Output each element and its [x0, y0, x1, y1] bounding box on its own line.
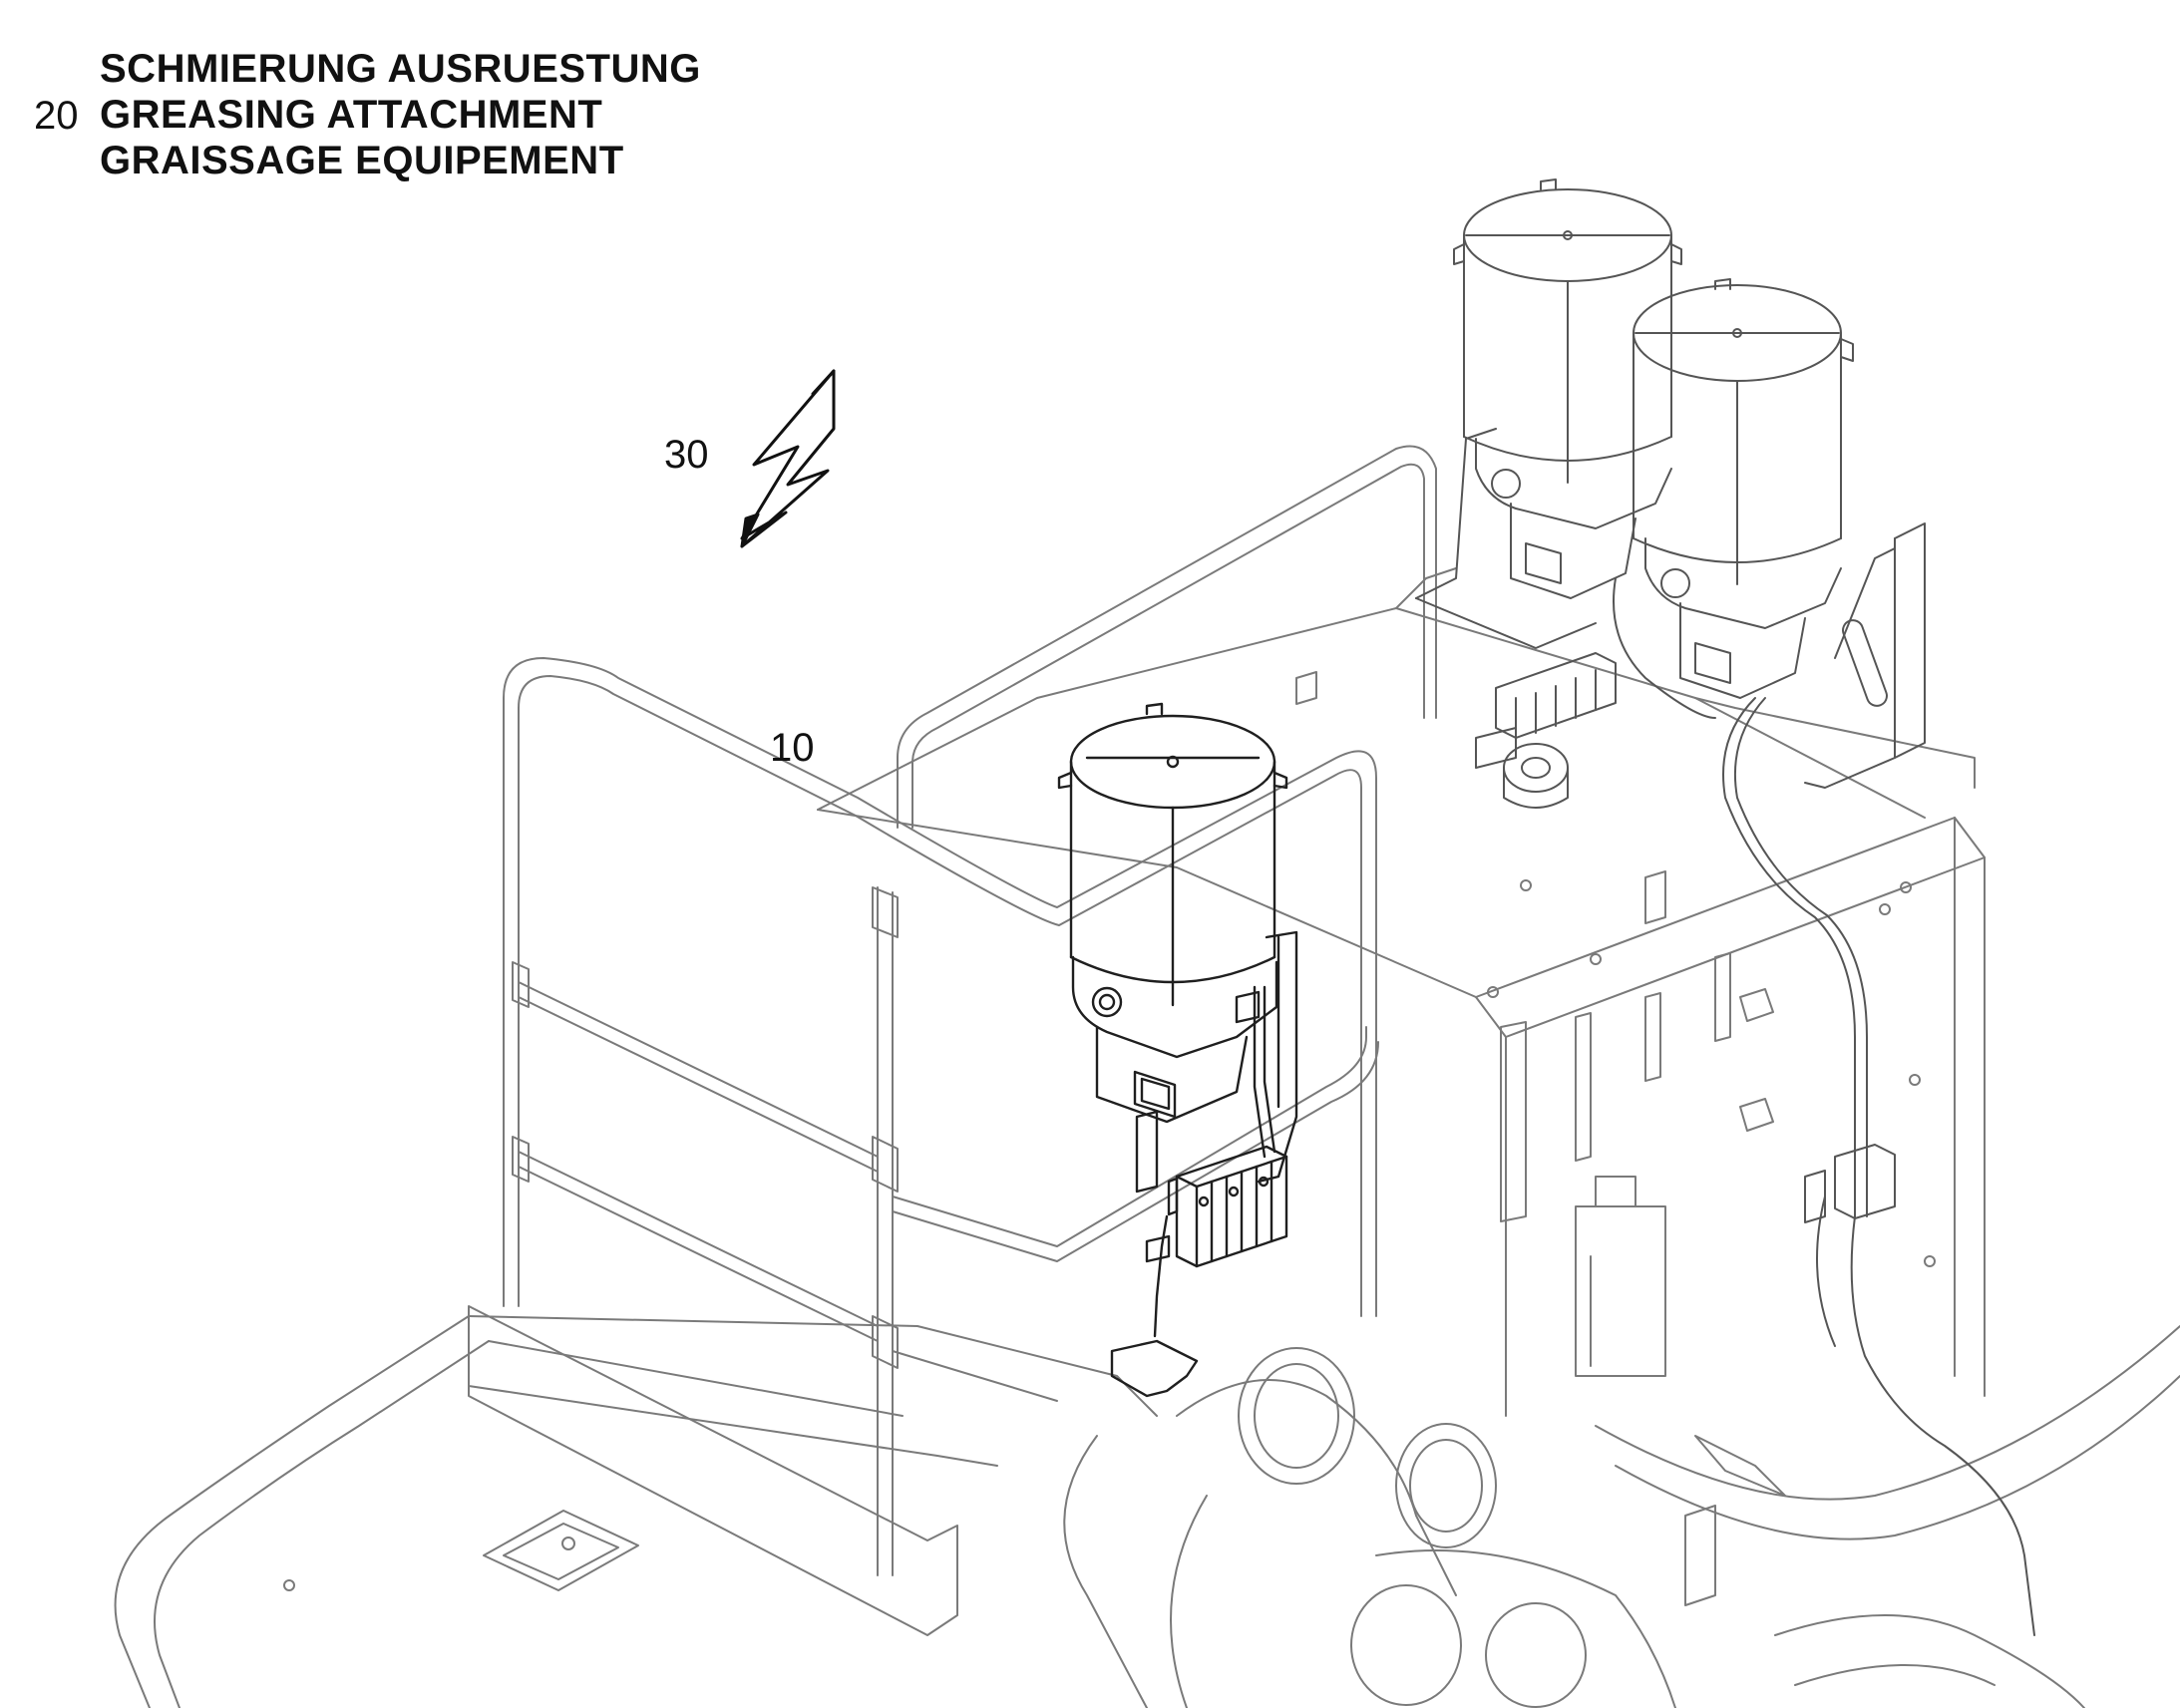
safety-railing — [468, 445, 1437, 1636]
title-german: SCHMIERUNG AUSRUESTUNG — [100, 47, 701, 91]
title-english: GREASING ATTACHMENT — [100, 93, 603, 137]
grease-pump-item-10 — [1057, 702, 1298, 1398]
callout-10: 10 — [770, 726, 815, 770]
title-french: GRAISSAGE EQUIPEMENT — [100, 139, 624, 182]
title-block: SCHMIERUNG AUSRUESTUNG GREASING ATTACHME… — [100, 46, 701, 183]
machine-base-frame — [114, 567, 2180, 1708]
callout-30: 30 — [664, 433, 709, 477]
lightning-bolt-icon — [740, 369, 836, 548]
callout-20: 20 — [34, 94, 79, 138]
twin-grease-pumps — [1415, 178, 2035, 1636]
